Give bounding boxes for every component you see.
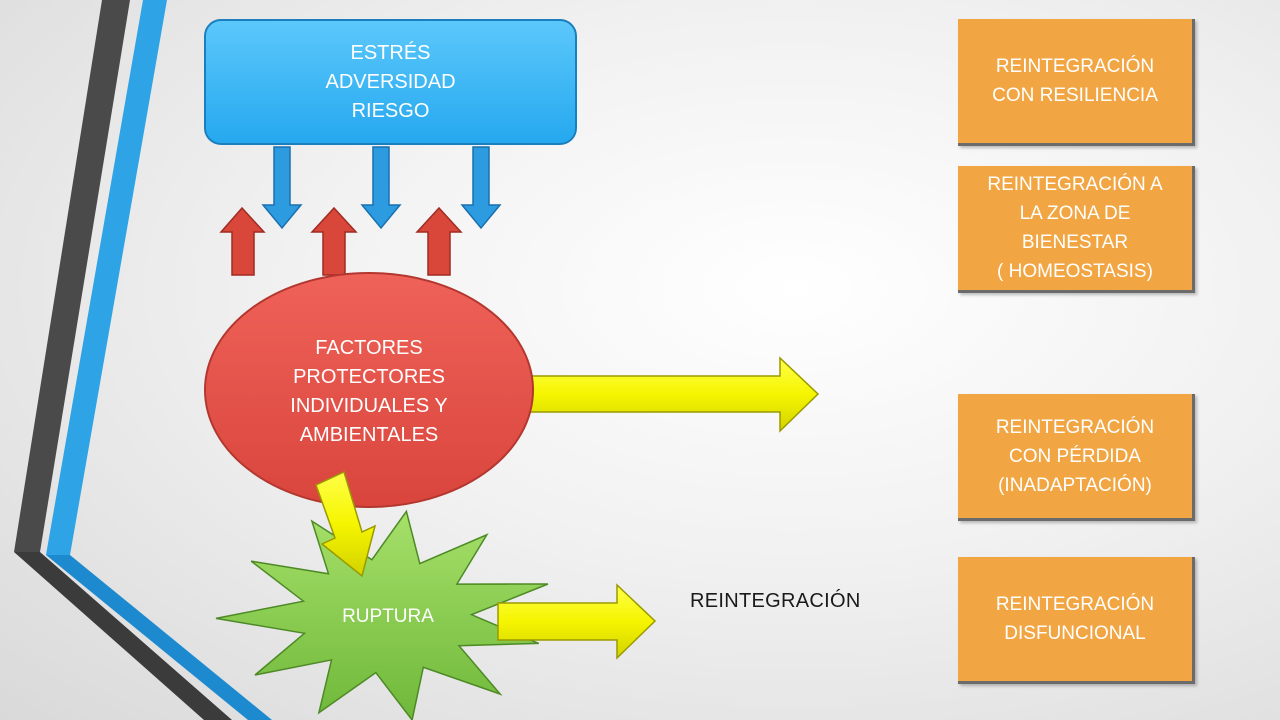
up-arrow-3 (415, 206, 463, 276)
outcome-2-line-1: REINTEGRACIÓN A (987, 174, 1163, 195)
stress-line-3: RIESGO (351, 99, 430, 122)
stress-box (204, 19, 577, 145)
outcome-2-line-4: ( HOMEOSTASIS) (997, 261, 1153, 282)
up-arrow-1 (219, 206, 266, 276)
protection-up-arrows (219, 206, 463, 276)
stress-box-text: ESTRÉS ADVERSIDAD RIESGO (205, 36, 576, 128)
factors-ellipse (204, 272, 534, 508)
outcome-1-line-1: REINTEGRACIÓN (995, 56, 1155, 77)
outcome-3-line-1: REINTEGRACIÓN (995, 416, 1155, 438)
rupture-burst (215, 509, 549, 720)
factors-line-4: AMBIENTALES (299, 424, 439, 446)
stress-line-1: ESTRÉS (350, 41, 431, 64)
outcome-2-line-2: LA ZONA DE (1019, 203, 1131, 224)
outcome-dysfunctional: REINTEGRACIÓN DISFUNCIONAL (958, 557, 1195, 684)
outcome-loss: REINTEGRACIÓN CON PÉRDIDA (INADAPTACIÓN) (958, 394, 1195, 521)
outcome-4-line-2: DISFUNCIONAL (1004, 623, 1146, 644)
factors-line-1: FACTORES (315, 337, 423, 359)
down-arrow-3 (460, 146, 502, 230)
factors-line-3: INDIVIDUALES Y (290, 395, 448, 417)
outcome-resilience: REINTEGRACIÓN CON RESILIENCIA (958, 19, 1195, 146)
outcome-2-line-3: BIENESTAR (1021, 232, 1129, 253)
stress-down-arrows (261, 146, 502, 230)
up-arrow-2 (310, 206, 358, 276)
decorative-stripes (14, 0, 272, 720)
outcome-3-line-3: (INADAPTACIÓN) (998, 474, 1152, 496)
outcome-3-line-2: CON PÉRDIDA (1009, 445, 1141, 467)
reintegration-label: REINTEGRACIÓN (690, 590, 861, 612)
factors-right-arrow (514, 356, 820, 433)
down-arrow-2 (360, 146, 402, 230)
factors-line-2: PROTECTORES (293, 366, 445, 388)
outcome-1-line-2: CON RESILIENCIA (992, 85, 1158, 106)
outcome-4-line-1: REINTEGRACIÓN (995, 594, 1155, 615)
rupture-text: RUPTURA (318, 601, 458, 631)
rupture-right-arrow (497, 583, 657, 660)
down-arrow-1 (261, 146, 303, 230)
factors-down-arrow (315, 470, 377, 578)
rupture-label: RUPTURA (342, 605, 434, 627)
factors-text: FACTORES PROTECTORES INDIVIDUALES Y AMBI… (230, 332, 508, 452)
outcome-homeostasis: REINTEGRACIÓN A LA ZONA DE BIENESTAR ( H… (958, 166, 1195, 293)
stress-line-2: ADVERSIDAD (325, 70, 456, 93)
